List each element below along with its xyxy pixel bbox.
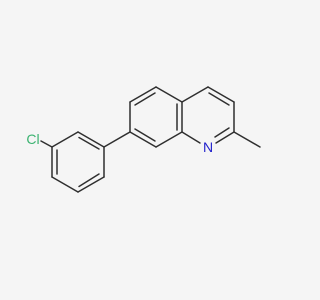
methyl-bond: [233, 131, 261, 148]
double-bond: [134, 92, 156, 106]
double-bond: [214, 127, 230, 138]
bond: [215, 131, 235, 144]
double-bond: [134, 128, 156, 142]
chlorine-atom-label: Cl: [26, 131, 39, 147]
bond: [77, 131, 105, 148]
quinoline-benzo-ring: [129, 86, 183, 148]
bond: [207, 86, 235, 103]
structure-canvas: Cl N: [0, 0, 300, 300]
bond: [181, 86, 209, 103]
nitrogen-atom-label: N: [203, 139, 213, 155]
bond: [155, 131, 183, 148]
c-cl-bond: [40, 140, 53, 148]
background: [0, 0, 300, 300]
bond: [129, 131, 157, 148]
bond: [129, 86, 157, 103]
bond: [77, 176, 105, 193]
double-bond: [208, 92, 230, 106]
chlorophenyl-ring: [40, 131, 105, 193]
bond: [51, 176, 79, 193]
double-bond: [78, 173, 100, 188]
quinoline-pyridine-ring: [181, 86, 261, 148]
molecule-diagram: Cl N: [0, 0, 300, 300]
bond: [181, 131, 201, 144]
bond: [51, 131, 79, 148]
biaryl-bond: [103, 131, 131, 148]
double-bond: [78, 136, 100, 150]
bond: [155, 86, 183, 103]
